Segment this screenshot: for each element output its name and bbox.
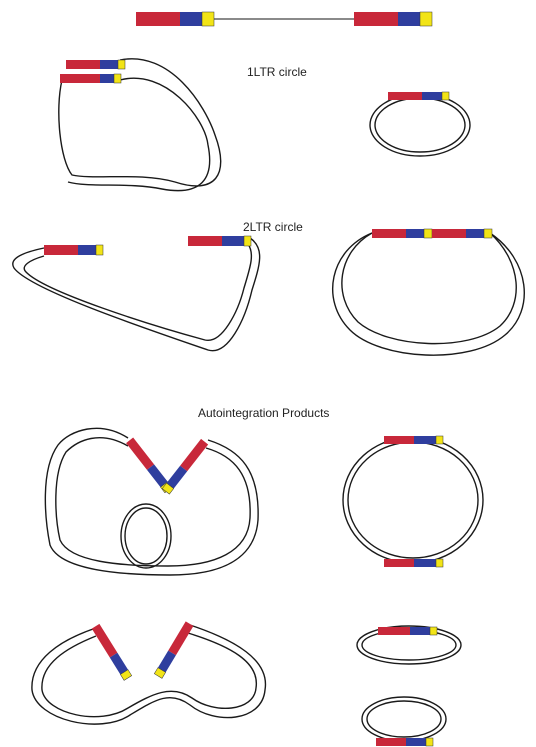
ltr-bottom xyxy=(384,559,443,567)
ltr xyxy=(378,627,437,635)
ltr-right-diagonal xyxy=(162,439,208,494)
ltr-top xyxy=(384,436,443,444)
ltr-bottom xyxy=(60,74,121,83)
label-1ltr-circle: 1LTR circle xyxy=(247,65,307,79)
autointegration-product-5 xyxy=(362,697,446,746)
ltr-top xyxy=(66,60,125,69)
one-ltr-intermediate xyxy=(59,59,221,191)
ltr-right-diagonal xyxy=(154,621,193,678)
ltr xyxy=(388,92,449,100)
ltr-left-diagonal xyxy=(92,624,132,681)
ltr xyxy=(376,738,433,746)
autointegration-product-4 xyxy=(357,626,461,664)
ltr-right xyxy=(188,236,251,246)
autointegration-product-1 xyxy=(45,428,258,575)
label-autointegration-products: Autointegration Products xyxy=(198,406,329,420)
autointegration-product-3 xyxy=(32,621,266,724)
ltr-left xyxy=(44,245,103,255)
two-ltr-circle xyxy=(333,229,525,355)
ltr-pair xyxy=(372,229,492,238)
ltr-left-diagonal xyxy=(126,438,172,493)
one-ltr-circle xyxy=(370,92,470,156)
linear-viral-dna xyxy=(136,12,432,26)
label-2ltr-circle: 2LTR circle xyxy=(243,220,303,234)
ltr-right xyxy=(354,12,432,26)
two-ltr-intermediate xyxy=(13,236,260,351)
autointegration-product-2 xyxy=(343,436,483,567)
ltr-left xyxy=(136,12,214,26)
